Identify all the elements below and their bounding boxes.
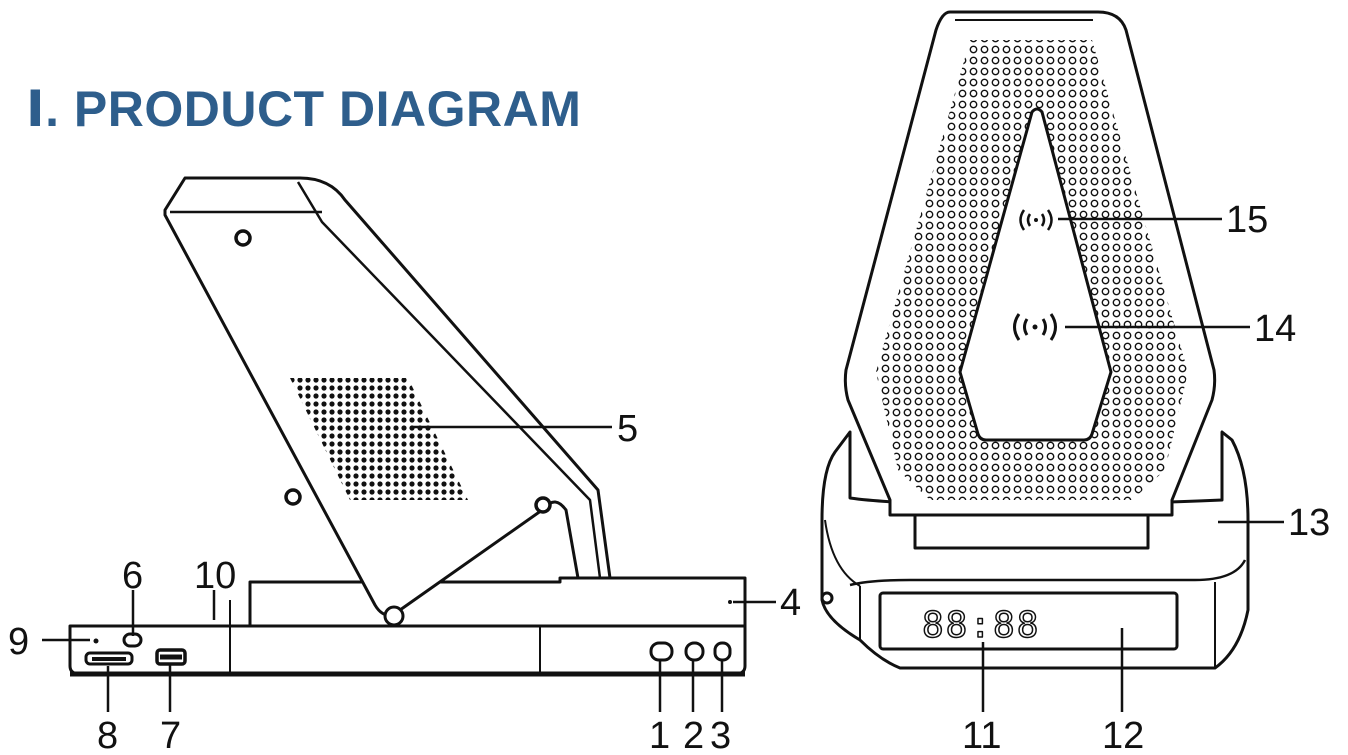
- display-panel: [878, 591, 1179, 651]
- callout-15: 15: [1226, 199, 1268, 241]
- side-view: [68, 176, 747, 677]
- front-view: 88:88: [820, 10, 1250, 670]
- callout-4: 4: [780, 582, 801, 624]
- callout-labels: 1 2 3 4 5 6 7 8 9 10 11 12 13 14 15: [8, 199, 1330, 755]
- port-tf-card: [84, 651, 134, 666]
- button-3: [713, 641, 732, 662]
- charging-panel: [958, 107, 1113, 442]
- button-2: [684, 641, 705, 662]
- callout-6: 6: [122, 555, 143, 597]
- callout-9: 9: [8, 621, 29, 663]
- stand-hinge: [383, 605, 405, 627]
- port-mic-hole: [93, 638, 99, 644]
- clock-digits: 88:88: [922, 605, 1040, 646]
- callout-5: 5: [617, 408, 638, 450]
- callout-14: 14: [1254, 308, 1296, 350]
- side-knob: [820, 591, 834, 605]
- indicator-4: [728, 600, 732, 604]
- button-1: [649, 641, 674, 662]
- stand-foot: [913, 515, 1150, 550]
- screw-hole-left: [284, 488, 302, 506]
- screw-hole-top: [234, 229, 252, 247]
- callout-11: 11: [962, 715, 1001, 755]
- screw-hole-right: [534, 496, 552, 514]
- callout-8: 8: [97, 715, 118, 755]
- base-platform: [248, 576, 747, 626]
- callout-1: 1: [649, 715, 670, 755]
- speaker-grille: [290, 378, 468, 500]
- callout-13: 13: [1288, 502, 1330, 544]
- callout-12: 12: [1102, 715, 1144, 755]
- callout-7: 7: [160, 715, 181, 755]
- speaker-ring: [876, 40, 1188, 500]
- leader-lines: [42, 217, 1284, 712]
- wireless-charging-icon: [1013, 313, 1057, 341]
- page-title: Ⅰ. PRODUCT DIAGRAM: [26, 81, 582, 137]
- callout-2: 2: [683, 715, 704, 755]
- callout-10: 10: [194, 555, 236, 597]
- wireless-charging-icon: [1019, 209, 1053, 231]
- callout-3: 3: [710, 715, 731, 755]
